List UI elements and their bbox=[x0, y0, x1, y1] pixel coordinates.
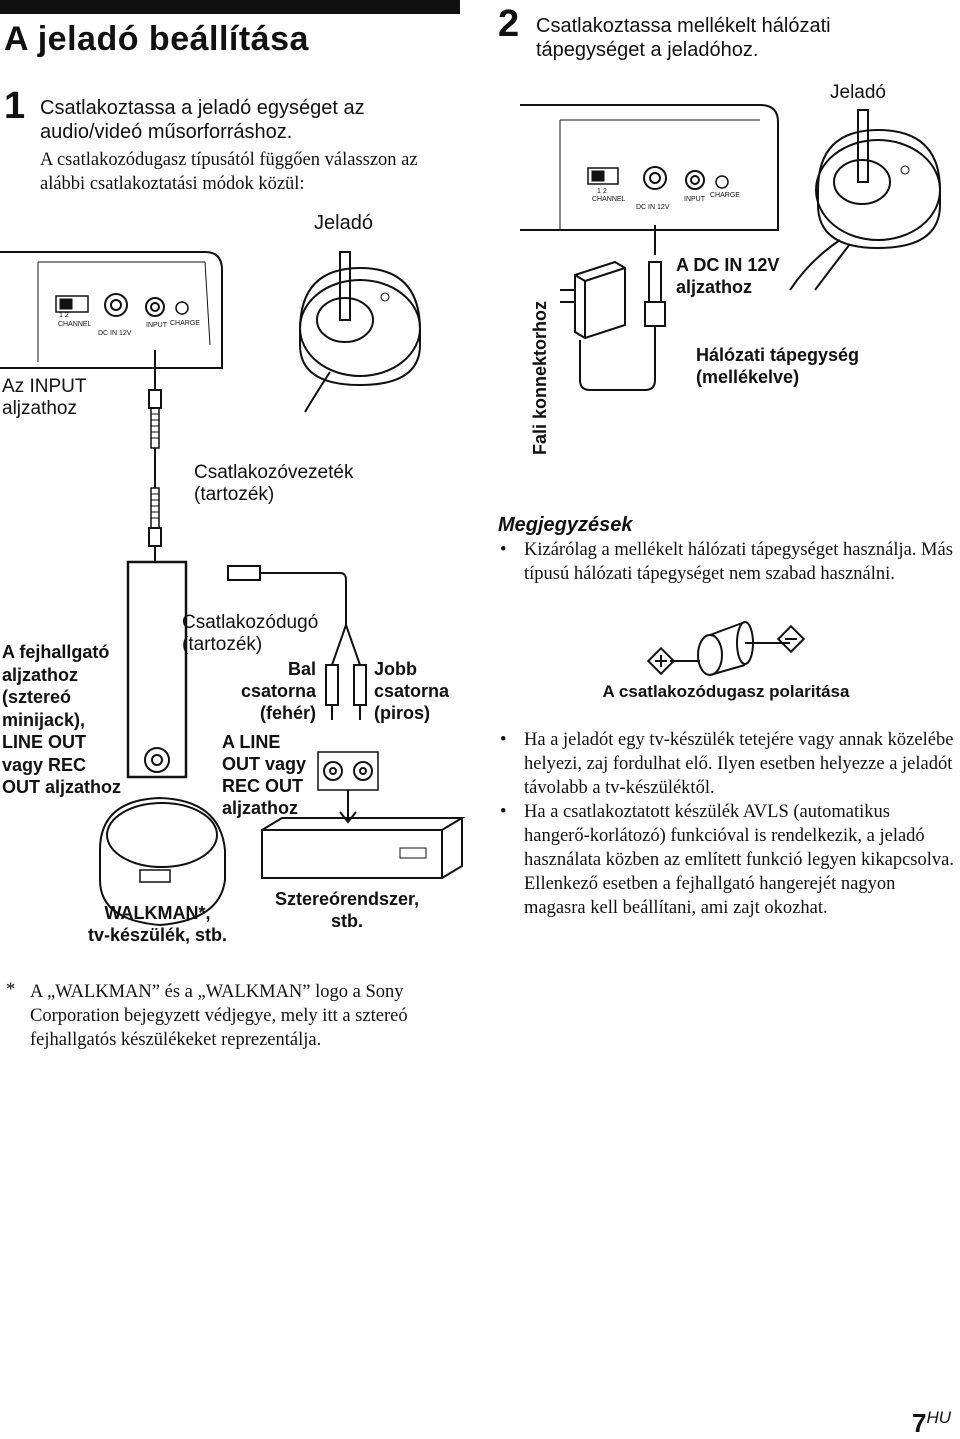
footnote-text: A „WALKMAN” és a „WALKMAN” logo a Sony C… bbox=[30, 982, 408, 1050]
source-device-walkman bbox=[99, 560, 226, 927]
panel2-input: INPUT bbox=[684, 196, 705, 203]
footnote-marker: * bbox=[6, 980, 16, 1000]
cable-label: Csatlakozóvezeték (tartozék) bbox=[194, 462, 354, 505]
right-channel-label: Jobb csatorna (piros) bbox=[374, 659, 450, 723]
panel2-ch-nums: 1 2 bbox=[597, 188, 607, 195]
polarity-symbol bbox=[646, 621, 806, 676]
step2-number: 2 bbox=[498, 3, 520, 45]
title-rule bbox=[0, 0, 460, 66]
transmitter-label-2: Jeladó bbox=[830, 82, 886, 103]
transmitter-rear-panel-2 bbox=[520, 104, 779, 231]
step1-body: A csatlakozódugasz típusától függően vál… bbox=[40, 150, 418, 194]
adapter-label: Hálózati tápegység (mellékelve) bbox=[696, 345, 860, 387]
dc-plug bbox=[579, 225, 666, 391]
notes-list-a: Kizárólag a mellékelt hálózati tápegység… bbox=[498, 538, 954, 586]
headphone-jack-label: A fejhallgató aljzathoz (sztereó minijac… bbox=[2, 642, 122, 797]
panel-ch-nums: 1 2 bbox=[59, 312, 69, 319]
transmitter-label-1: Jeladó bbox=[314, 212, 373, 234]
panel-dcin: DC IN 12V bbox=[98, 330, 132, 337]
panel2-charge: CHARGE bbox=[710, 192, 740, 199]
transmitter-unit-2 bbox=[789, 109, 941, 291]
rca-y-cable bbox=[227, 565, 367, 720]
transmitter-unit-1 bbox=[299, 251, 421, 413]
page-number-suffix: HU bbox=[926, 1408, 952, 1427]
ac-adapter bbox=[560, 260, 626, 340]
input-jack-label: Az INPUT aljzathoz bbox=[2, 376, 87, 419]
stereo-system bbox=[261, 817, 466, 879]
plug-label: Csatlakozódugó (tartozék) bbox=[182, 612, 319, 655]
panel2-channel: CHANNEL bbox=[592, 196, 626, 203]
dcin-label: A DC IN 12V aljzathoz bbox=[676, 255, 780, 297]
wall-outlet-label: Fali konnektorhoz bbox=[530, 300, 550, 455]
page-number-digit: 7 bbox=[912, 1408, 927, 1438]
stereo-rca-jacks bbox=[317, 751, 379, 824]
left-channel-label: Bal csatorna (fehér) bbox=[240, 659, 316, 723]
note-item: Kizárólag a mellékelt hálózati tápegység… bbox=[498, 538, 954, 586]
step2-heading: Csatlakoztassa mellékelt hálózati tápegy… bbox=[536, 15, 831, 61]
stereo-label: Sztereórendszer, stb. bbox=[274, 889, 420, 931]
step1-number: 1 bbox=[4, 85, 26, 127]
step1-heading: Csatlakoztassa a jeladó egységet az audi… bbox=[40, 97, 365, 143]
notes-list-b: Ha a jeladót egy tv-készülék tetejére va… bbox=[498, 728, 954, 920]
notes-heading: Megjegyzések bbox=[498, 514, 633, 536]
note-item: Ha a jeladót egy tv-készülék tetejére va… bbox=[498, 728, 954, 800]
panel-input: INPUT bbox=[146, 322, 167, 329]
panel-charge: CHARGE bbox=[170, 320, 200, 327]
page-title: A jeladó beállítása bbox=[4, 20, 309, 58]
polarity-caption: A csatlakozódugasz polaritása bbox=[602, 682, 850, 701]
note-item: Ha a csatlakoztatott készülék AVLS (auto… bbox=[498, 800, 954, 920]
panel2-dcin: DC IN 12V bbox=[636, 204, 670, 211]
walkman-label: WALKMAN*, tv-készülék, stb. bbox=[87, 903, 228, 945]
panel-channel: CHANNEL bbox=[58, 321, 92, 328]
line-out-label: A LINE OUT vagy REC OUT aljzathoz bbox=[222, 732, 307, 818]
page-number: 7HU bbox=[912, 1408, 951, 1439]
transmitter-rear-panel bbox=[0, 251, 223, 369]
